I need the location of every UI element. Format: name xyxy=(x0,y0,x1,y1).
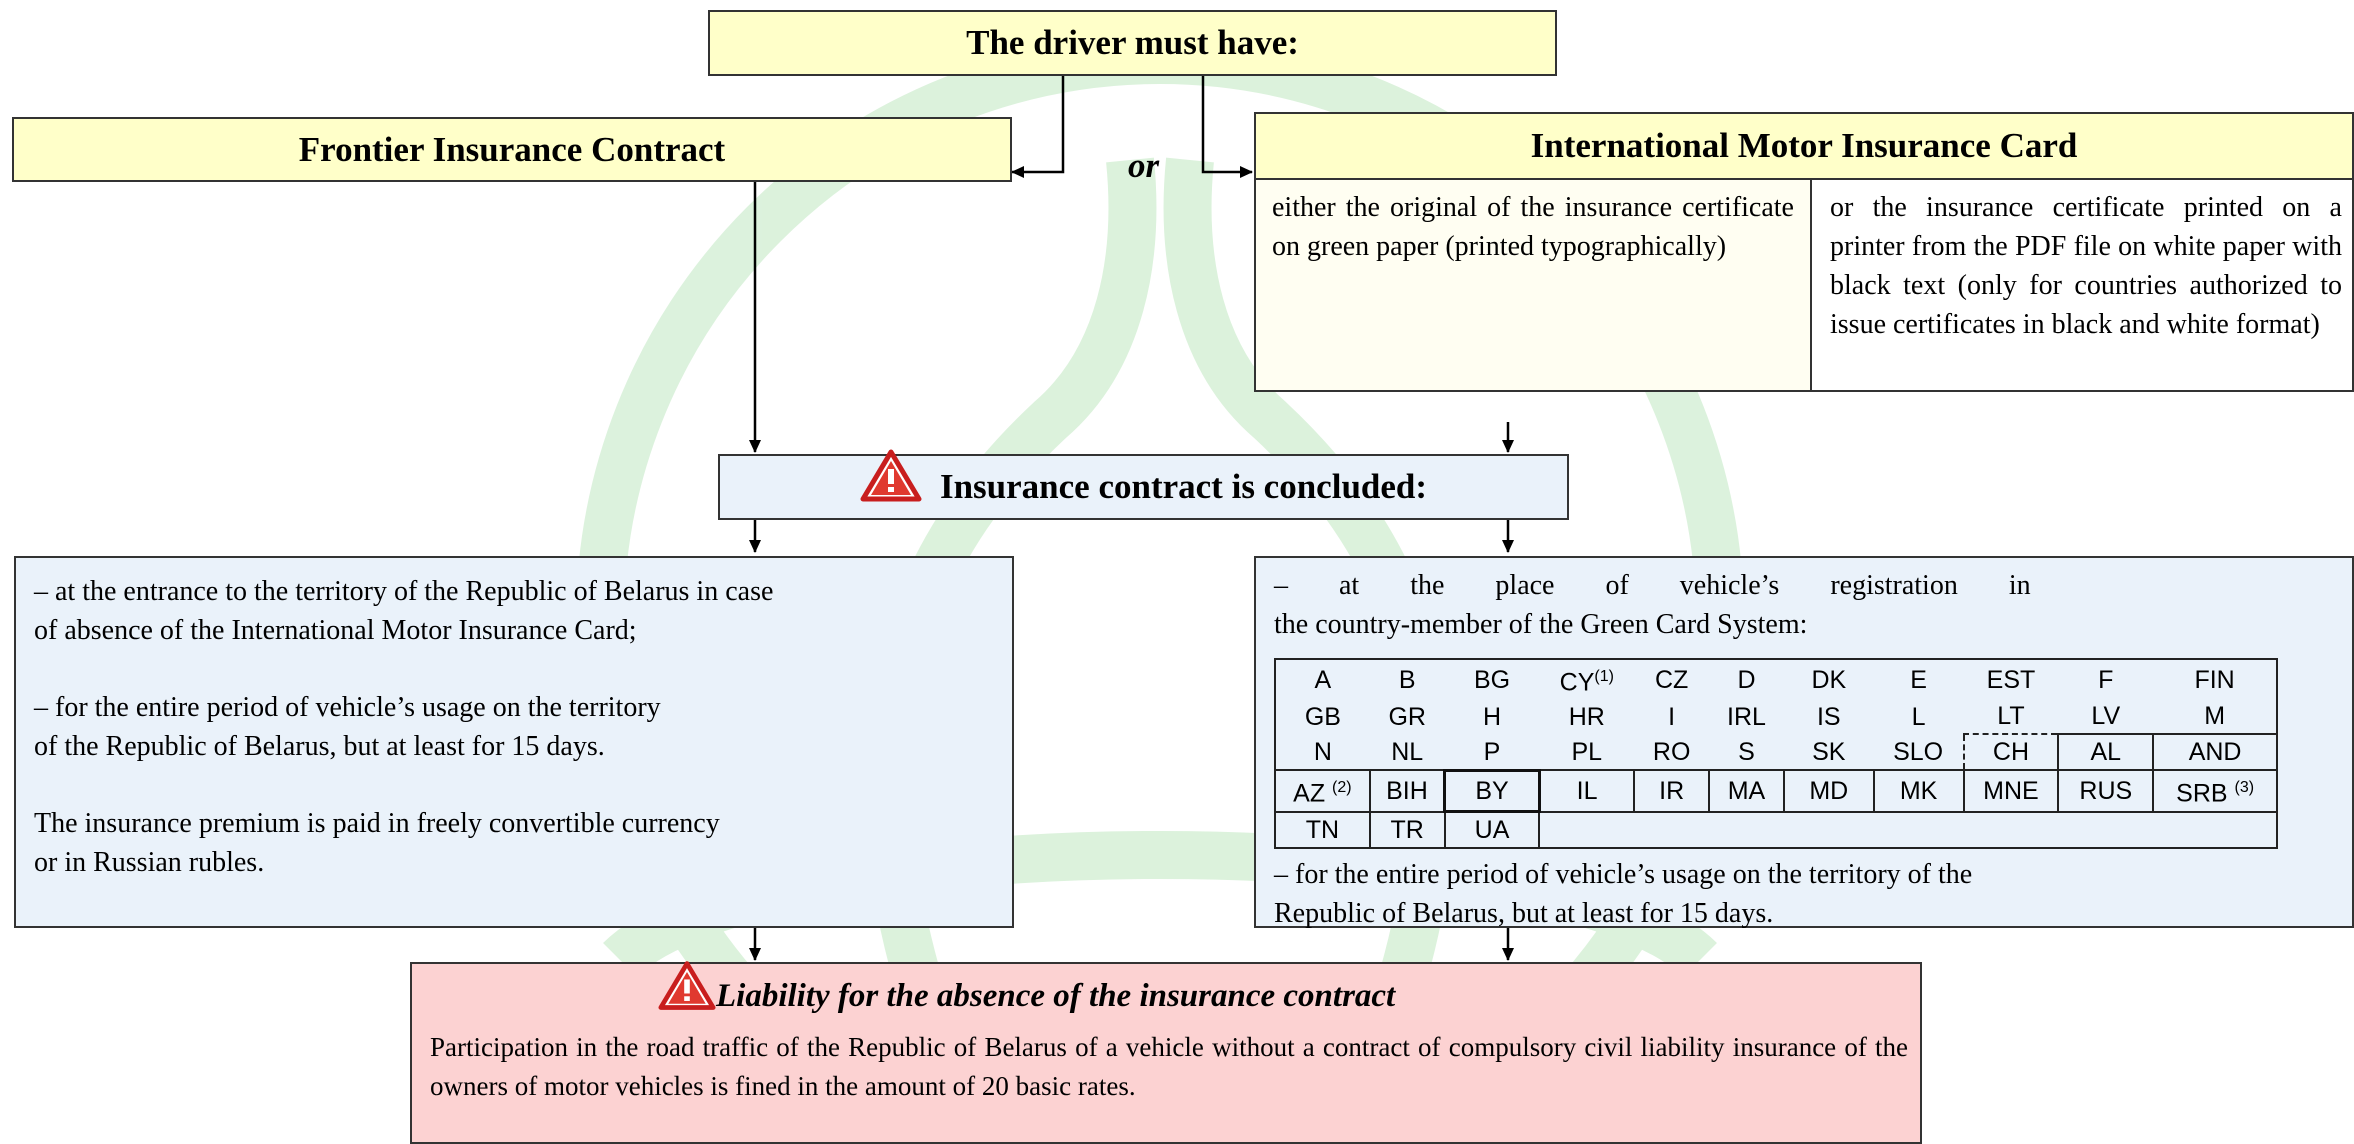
country-code: I xyxy=(1668,702,1676,731)
table-row: GB GR H HR I IRL IS L LT LV M xyxy=(1275,699,2277,736)
frontier-cond-2a: – for the entire period of vehicle’s usa… xyxy=(34,692,661,723)
green-card-header: International Motor Insurance Card xyxy=(1256,114,2352,180)
country-code: SK xyxy=(1812,737,1846,766)
country-code: IS xyxy=(1816,702,1841,731)
warning-icon xyxy=(860,449,922,523)
table-row: A B BG CY(1) CZ D DK E EST F FIN xyxy=(1275,659,2277,699)
country-code: LV xyxy=(2091,702,2121,731)
country-code: IRL xyxy=(1727,702,1766,731)
country-code: MK xyxy=(1872,769,1965,813)
registration-intro-b: the country-member of the Green Card Sys… xyxy=(1274,609,1808,640)
contract-concluded-title: Insurance contract is concluded: xyxy=(939,467,1428,506)
premium-note-a: The insurance premium is paid in freely … xyxy=(34,808,720,839)
liability-text: Participation in the road traffic of the… xyxy=(430,1032,1908,1101)
driver-must-have-box: The driver must have: xyxy=(708,10,1557,76)
frontier-cond-1a: – at the entrance to the territory of th… xyxy=(34,576,774,607)
registration-intro-line: – at the place of vehicle’s registration… xyxy=(1274,566,2174,605)
table-row: TN TR UA xyxy=(1274,810,2278,850)
usage-period-a: – for the entire period of vehicle’s usa… xyxy=(1274,859,1973,891)
country-code: TR xyxy=(1368,810,1446,850)
country-code: IL xyxy=(1538,769,1636,813)
country-code: DK xyxy=(1811,665,1847,694)
country-code: N xyxy=(1313,737,1332,766)
option-original-text: either the original of the insurance cer… xyxy=(1272,192,1794,262)
frontier-insurance-title: Frontier Insurance Contract xyxy=(298,130,726,169)
country-code: BIH xyxy=(1368,769,1446,813)
table-row: N NL P PL RO S SK SLO CH AL AND xyxy=(1275,733,2278,772)
contract-concluded-box: Insurance contract is concluded: xyxy=(718,449,1569,520)
country-code: P xyxy=(1483,737,1501,766)
country-code: PL xyxy=(1571,737,1603,766)
country-code: MNE xyxy=(1962,769,2060,813)
footnote-mark: (3) xyxy=(2234,779,2255,797)
green-card-option-original: either the original of the insurance cer… xyxy=(1256,180,1812,390)
frontier-insurance-header: Frontier Insurance Contract xyxy=(12,117,1012,182)
country-code: S xyxy=(1738,737,1755,766)
country-code: BY xyxy=(1443,768,1541,814)
country-code: FIN xyxy=(2194,665,2235,694)
country-code: B xyxy=(1398,665,1416,694)
country-code: F xyxy=(2098,665,2114,694)
country-code: AND xyxy=(2152,733,2278,772)
or-label: or xyxy=(1128,146,1159,186)
country-code: CZ xyxy=(1654,665,1689,694)
country-code: GR xyxy=(1388,702,1426,731)
country-code: HR xyxy=(1568,702,1605,731)
country-code: UA xyxy=(1443,810,1541,850)
liability-box: Liability for the absence of the insuran… xyxy=(410,961,1922,1144)
country-code: E xyxy=(1910,665,1927,694)
liability-heading: Liability for the absence of the insuran… xyxy=(430,961,1908,1028)
country-code-cy: CY(1) xyxy=(1539,659,1634,699)
green-card-block: International Motor Insurance Card eithe… xyxy=(1254,112,2354,392)
country-code: MA xyxy=(1708,769,1785,813)
country-code: GB xyxy=(1304,702,1341,731)
country-code: EST xyxy=(1986,665,2036,694)
green-card-conditions-box: – at the place of vehicle’s registration… xyxy=(1254,556,2354,929)
driver-must-have-title: The driver must have: xyxy=(966,23,1299,62)
warning-icon xyxy=(658,960,716,1034)
country-code: LT xyxy=(1963,699,2059,736)
country-code: A xyxy=(1314,665,1332,694)
footnote-mark: (2) xyxy=(1332,779,1352,797)
country-code: D xyxy=(1737,665,1756,694)
country-code: BG xyxy=(1473,665,1511,694)
frontier-cond-2b: of the Republic of Belarus, but at least… xyxy=(34,731,605,762)
country-code: RUS xyxy=(2057,769,2155,813)
green-card-title: International Motor Insurance Card xyxy=(1530,126,2078,165)
country-code: AZ xyxy=(1293,779,1326,808)
country-code: L xyxy=(1911,702,1926,731)
country-code: SRB xyxy=(2176,779,2228,808)
country-code: CH xyxy=(1963,734,2060,772)
country-code: RO xyxy=(1652,737,1691,766)
country-code-srb: SRB (3) xyxy=(2152,769,2278,813)
table-row: AZ (2) BIH BY IL IR MA MD MK MNE RUS SRB… xyxy=(1274,768,2278,814)
frontier-conditions-box: – at the entrance to the territory of th… xyxy=(14,556,1014,928)
country-code: CY xyxy=(1559,668,1595,697)
country-code: SLO xyxy=(1873,734,1965,771)
country-code: TN xyxy=(1274,810,1371,850)
green-card-option-pdf: or the insurance certificate printed on … xyxy=(1812,180,2352,390)
empty-cell xyxy=(1538,810,2278,850)
country-code: NL xyxy=(1391,737,1424,766)
country-code: IR xyxy=(1633,769,1711,813)
country-code: H xyxy=(1482,702,1502,731)
frontier-cond-1b: of absence of the International Motor In… xyxy=(34,615,637,646)
option-pdf-text: or the insurance certificate printed on … xyxy=(1830,192,2342,340)
country-code-az: AZ (2) xyxy=(1274,769,1371,813)
usage-period-b: Republic of Belarus, but at least for 15… xyxy=(1274,898,1774,930)
footnote-mark: (1) xyxy=(1594,668,1614,685)
or-text: or xyxy=(1128,146,1160,185)
registration-intro-a: – at the place of vehicle’s registration… xyxy=(1274,570,2031,601)
country-code: M xyxy=(2204,702,2226,731)
country-code: AL xyxy=(2057,733,2155,772)
premium-note-b: or in Russian rubles. xyxy=(34,847,265,878)
country-code: MD xyxy=(1782,769,1875,813)
liability-title: Liability for the absence of the insuran… xyxy=(716,978,1396,1014)
country-codes-table: A B BG CY(1) CZ D DK E EST F FIN GB GR H… xyxy=(1274,658,2278,850)
